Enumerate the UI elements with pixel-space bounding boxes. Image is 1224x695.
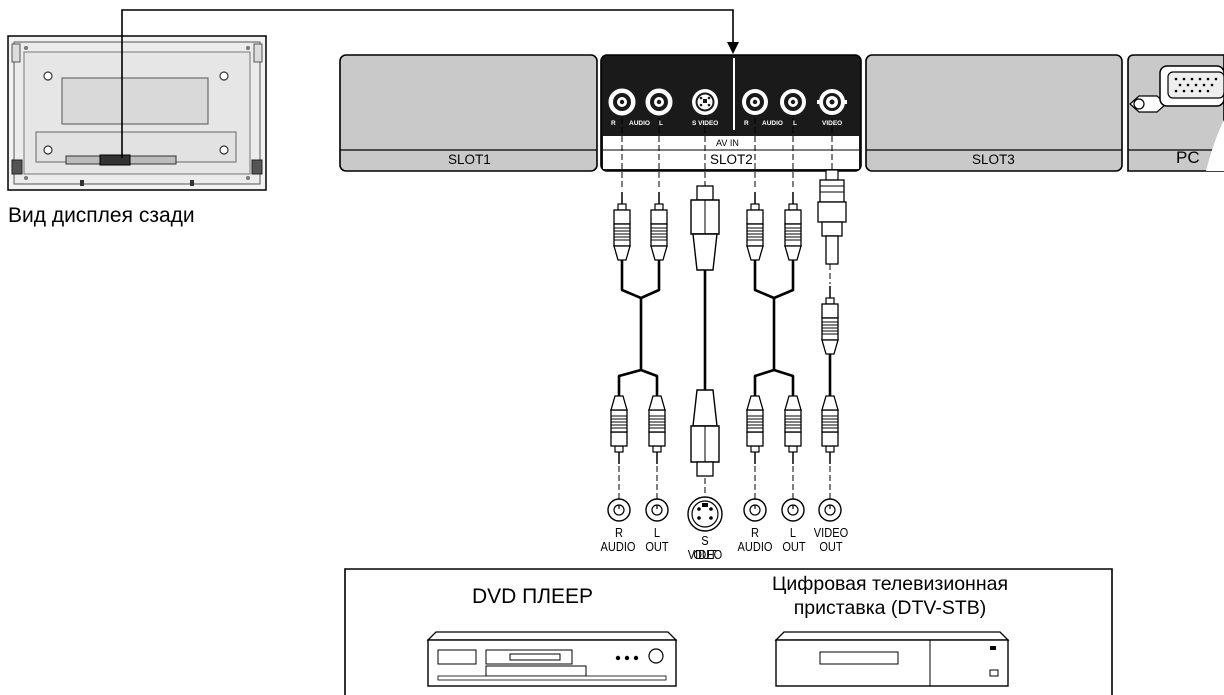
pc-slot-card — [1127, 54, 1224, 172]
device-jack-audio-r2 — [743, 498, 767, 522]
panel-label-av-in: AV IN — [716, 138, 739, 148]
out-label-out1: OUT — [645, 539, 669, 554]
plug-lower-audio-r2 — [746, 395, 764, 465]
panel-label-video: VIDEO — [822, 120, 843, 127]
device-jack-audio-l2 — [781, 498, 805, 522]
dtv-stb-title-line2: приставка (DTV-STB) — [793, 597, 987, 619]
slot2-panel — [600, 54, 862, 172]
dtv-stb-title: Цифровая телевизионная приставка (DTV-ST… — [735, 572, 1045, 620]
cable-wires — [617, 260, 832, 396]
out-label-audio2: AUDIO — [737, 539, 773, 554]
slot-location-pointer-line — [121, 9, 734, 158]
panel-label-audio1: AUDIO — [629, 120, 650, 127]
panel-jack-audio-r2 — [742, 89, 768, 115]
plug-upper-audio-r2 — [746, 191, 764, 261]
out-label-l1: L — [653, 525, 661, 540]
plug-lower-svideo — [690, 389, 720, 477]
out-label-l2: L — [789, 525, 797, 540]
slot1-card — [339, 54, 598, 172]
vga-pins — [1174, 77, 1218, 93]
slot3-card — [865, 54, 1123, 172]
plug-lower-audio-r1 — [610, 395, 628, 465]
device-jack-svideo — [687, 496, 723, 532]
out-label-video-top: VIDEO — [813, 525, 849, 540]
plug-lower-audio-l2 — [784, 395, 802, 465]
slot3-label: SLOT3 — [972, 152, 1015, 167]
plug-upper-audio-l2 — [784, 191, 802, 261]
plug-lower-audio-l1 — [648, 395, 666, 465]
out-label-out2: OUT — [782, 539, 806, 554]
rear-view-caption: Вид дисплея сзади — [8, 204, 195, 227]
panel-label-svideo: S VIDEO — [692, 120, 719, 127]
out-label-r2: R — [751, 525, 759, 540]
plug-upper-audio-l1 — [650, 191, 668, 261]
slot-location-arrowhead — [727, 42, 739, 54]
plug-upper-audio-r1 — [613, 191, 631, 261]
out-label-video-bottom: OUT — [819, 539, 843, 554]
dvd-player-title: DVD ПЛЕЕР — [472, 585, 594, 608]
plug-upper-svideo — [690, 185, 720, 271]
panel-jack-audio-r1 — [608, 88, 636, 116]
panel-jack-video-bnc — [817, 89, 847, 115]
panel-label-l2: L — [793, 120, 797, 127]
plug-upper-video-bnc-adapter — [817, 169, 847, 284]
panel-label-l1: L — [659, 120, 663, 127]
dtv-stb-title-line1: Цифровая телевизионная — [771, 573, 1009, 595]
display-rear-view — [7, 35, 267, 191]
panel-jack-audio-l1 — [645, 88, 673, 116]
cable-leads — [618, 118, 833, 500]
panel-jack-svideo — [692, 89, 718, 115]
panel-label-r1: R — [611, 120, 616, 127]
pc-slot-label: PC — [1176, 148, 1200, 167]
dvd-player-illustration — [426, 631, 678, 687]
devices-box — [344, 568, 1113, 695]
panel-jack-audio-l2 — [780, 89, 806, 115]
device-jack-audio-l1 — [645, 498, 669, 522]
plug-middle-video-rca — [821, 285, 839, 355]
device-jack-video — [818, 498, 842, 522]
panel-label-r2: R — [744, 120, 749, 127]
slot2-label: SLOT2 — [710, 152, 753, 167]
out-label-r1: R — [615, 525, 623, 540]
panel-label-audio2: AUDIO — [762, 120, 783, 127]
out-label-svideo-top: S VIDEO — [687, 533, 723, 562]
plug-lower-video — [821, 395, 839, 465]
slot1-label: SLOT1 — [448, 152, 491, 167]
dtv-stb-illustration — [774, 631, 1010, 687]
out-label-audio1: AUDIO — [600, 539, 636, 554]
device-jack-audio-r1 — [607, 498, 631, 522]
out-label-svideo-bottom: OUT — [693, 547, 717, 562]
